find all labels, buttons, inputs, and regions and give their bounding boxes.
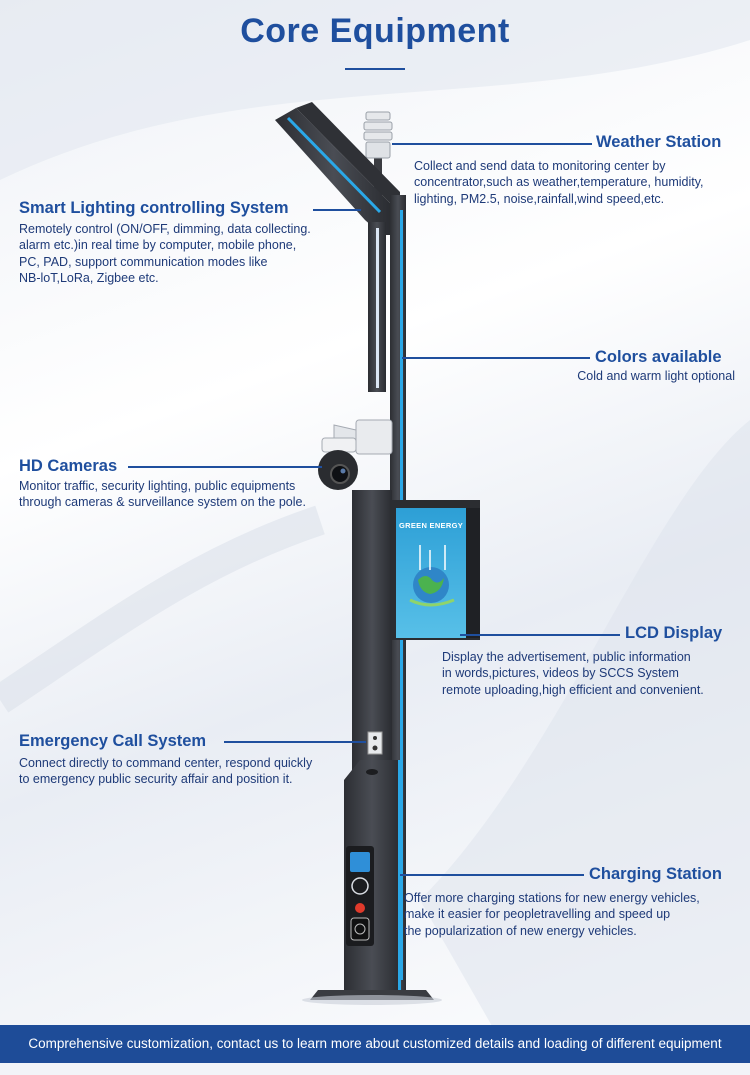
lcd-display-description: Display the advertisement, public inform…: [442, 650, 704, 697]
title-underline: [345, 68, 405, 70]
charging-station-connector: [400, 874, 584, 876]
emergency-call-title: Emergency Call System: [19, 732, 207, 750]
screen-text: GREEN ENERGY: [398, 521, 464, 530]
weather-station-title: Weather Station: [596, 133, 722, 151]
footer-banner: Comprehensive customization, contact us …: [0, 1025, 750, 1063]
globe-icon: [409, 567, 455, 607]
colors-available-description: Cold and warm light optional: [577, 369, 735, 383]
smart-lighting-title: Smart Lighting controlling System: [19, 199, 289, 217]
charging-station-title: Charging Station: [589, 865, 722, 883]
hd-cameras-description: Monitor traffic, security lighting, publ…: [19, 479, 306, 510]
charging-station-description: Offer more charging stations for new ene…: [404, 891, 700, 938]
lcd-display-title: LCD Display: [625, 624, 723, 642]
smart-lighting-connector: [313, 209, 361, 211]
page-title: Core Equipment: [240, 12, 510, 50]
weather-station-description: Collect and send data to monitoring cent…: [414, 159, 704, 206]
colors-available-connector: [402, 357, 590, 359]
hd-cameras-title: HD Cameras: [19, 457, 118, 475]
emergency-call-description: Connect directly to command center, resp…: [19, 756, 313, 787]
weather-station-connector: [392, 143, 592, 145]
colors-available-title: Colors available: [595, 348, 722, 366]
lcd-display-unit: [390, 500, 480, 640]
footer-bottom-strip: [0, 1063, 750, 1075]
camera-icon: [318, 419, 393, 490]
hd-cameras-connector: [128, 466, 322, 468]
charging-pillar: [344, 760, 401, 995]
charging-plug-icon: [350, 877, 370, 941]
lcd-display-connector: [460, 634, 620, 636]
emergency-call-connector: [224, 741, 366, 743]
smart-lighting-description: Remotely control (ON/OFF, dimming, data …: [19, 222, 311, 285]
emergency-call-box: [367, 731, 383, 755]
